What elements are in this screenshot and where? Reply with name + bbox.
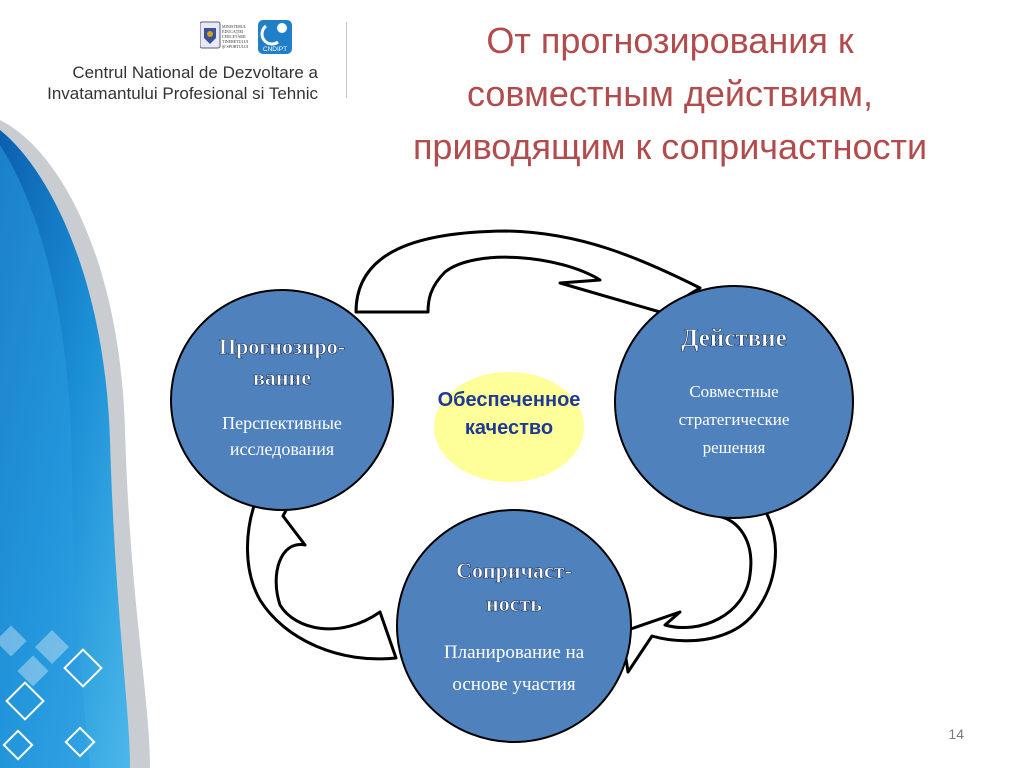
org-name-line2: Invatamantului Profesional si Tehnic — [47, 84, 318, 103]
action-text-line1: Совместные — [689, 382, 778, 401]
involvement-title-line1: Сопричаст- — [456, 558, 572, 583]
left-decoration — [0, 120, 150, 768]
title-line2: совместным действиям, — [466, 73, 874, 114]
involvement-text-line2: основе участия — [452, 674, 576, 695]
header-divider — [346, 22, 347, 98]
cndipt-logo: CNDIPT — [258, 20, 292, 54]
arrow-forecast-to-action — [354, 229, 702, 314]
forecast-circle — [170, 289, 394, 511]
ministry-logo-text: MINISTERUL EDUCAŢIEI CERCETĂRII TINERETU… — [222, 24, 249, 49]
forecast-text-line2: исследования — [230, 439, 334, 459]
svg-text:TINERETULUI: TINERETULUI — [222, 39, 249, 44]
page-number: 14 — [948, 726, 964, 742]
svg-text:MINISTERUL: MINISTERUL — [222, 24, 247, 29]
forecast-title-line1: Прогнозиро- — [219, 334, 345, 359]
title-line1: От прогнозирования к — [486, 20, 854, 61]
ministry-crest-icon — [200, 21, 221, 49]
forecast-title-line2: вание — [253, 365, 311, 390]
center-quality-ellipse — [434, 372, 584, 482]
action-circle — [614, 285, 854, 519]
action-title: Действие — [681, 325, 786, 352]
svg-text:EDUCAŢIEI: EDUCAŢIEI — [222, 29, 244, 34]
slide-title: От прогнозирования к совместным действия… — [360, 14, 980, 173]
action-text-line2: стратегические — [679, 410, 790, 429]
involvement-title-line2: ность — [486, 591, 542, 616]
svg-text:CERCETĂRII: CERCETĂRII — [222, 34, 246, 39]
svg-text:CNDIPT: CNDIPT — [263, 46, 287, 53]
center-text-line2: качество — [465, 417, 553, 439]
action-text-line3: решения — [703, 438, 766, 457]
title-line3: приводящим к сопричастности — [412, 126, 928, 167]
organization-name: Centrul National de Dezvoltare a Invatam… — [18, 62, 318, 104]
center-text-line1: Обеспеченное — [438, 389, 581, 411]
involvement-text-line1: Планирование на — [444, 642, 585, 663]
forecast-text-line1: Перспективные — [222, 413, 342, 433]
involvement-circle — [396, 509, 632, 743]
logos: MINISTERUL EDUCAŢIEI CERCETĂRII TINERETU… — [200, 20, 292, 54]
org-name-line1: Centrul National de Dezvoltare a — [72, 63, 318, 82]
diamond-pattern — [2, 648, 103, 761]
arrow-action-to-involvement — [620, 486, 777, 674]
svg-text:ŞI SPORTULUI: ŞI SPORTULUI — [222, 44, 249, 49]
